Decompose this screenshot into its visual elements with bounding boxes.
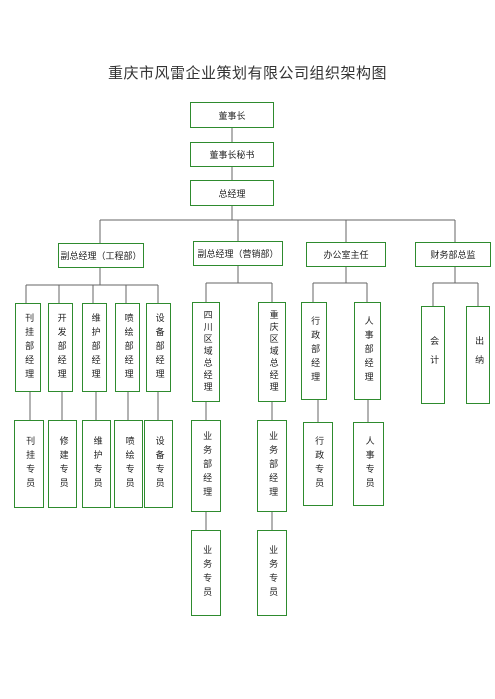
vp-marketing-box: 副总经理（营销部） <box>193 241 283 266</box>
business-staff-box: 业务专员 <box>191 530 221 616</box>
region-manager-sichuan-box: 四川区域总经理 <box>192 302 220 402</box>
business-staff-box: 业务专员 <box>257 530 287 616</box>
region-manager-chongqing-box: 重庆区域总经理 <box>258 302 286 402</box>
engineering-manager-box: 刊挂部经理 <box>15 303 41 392</box>
finance-director-box: 财务部总监 <box>415 242 491 267</box>
office-director-box: 办公室主任 <box>306 242 386 267</box>
engineering-staff-box: 刊挂专员 <box>14 420 44 508</box>
chairman-secretary-box: 董事长秘书 <box>190 142 274 167</box>
engineering-staff-box: 喷绘专员 <box>114 420 143 508</box>
admin-manager-box: 行政部经理 <box>301 302 327 400</box>
general-manager-box: 总经理 <box>190 180 274 206</box>
engineering-staff-box: 修建专员 <box>48 420 77 508</box>
admin-staff-box: 行政专员 <box>303 422 333 506</box>
hr-manager-box: 人事部经理 <box>354 302 381 400</box>
chairman-box: 董事长 <box>190 102 274 128</box>
engineering-manager-box: 开发部经理 <box>48 303 73 392</box>
engineering-staff-box: 维护专员 <box>82 420 111 508</box>
business-manager-box: 业务部经理 <box>191 420 221 512</box>
cashier-box: 出纳 <box>466 306 490 404</box>
chart-title: 重庆市风雷企业策划有限公司组织架构图 <box>107 64 387 82</box>
engineering-manager-box: 维护部经理 <box>82 303 107 392</box>
engineering-manager-box: 设备部经理 <box>146 303 171 392</box>
vp-engineering-box: 副总经理（工程部） <box>58 243 144 268</box>
engineering-manager-box: 喷绘部经理 <box>115 303 140 392</box>
accountant-box: 会计 <box>421 306 445 404</box>
business-manager-box: 业务部经理 <box>257 420 287 512</box>
engineering-staff-box: 设备专员 <box>144 420 173 508</box>
hr-staff-box: 人事专员 <box>353 422 384 506</box>
